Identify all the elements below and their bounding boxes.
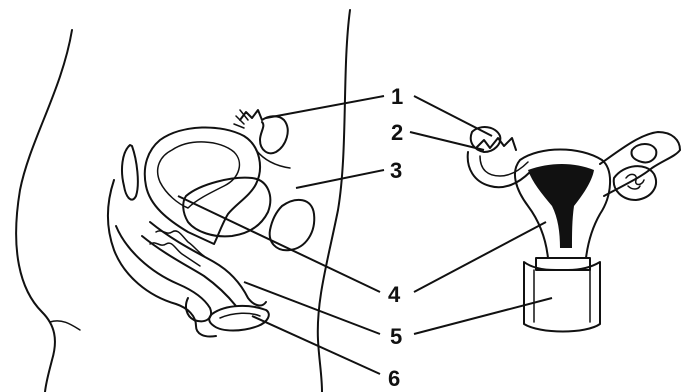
label-6: 6 <box>388 366 400 391</box>
perineum <box>116 226 211 321</box>
leader-5-right <box>414 298 552 334</box>
vagina-frontal <box>524 262 600 332</box>
tube-left <box>468 152 530 187</box>
leader-6 <box>252 316 380 374</box>
leader-1-right <box>414 96 492 136</box>
uterine-cavity <box>158 142 240 208</box>
label-5: 5 <box>390 324 402 349</box>
number-labels: 1 2 3 4 5 6 <box>388 84 403 391</box>
label-1: 1 <box>391 84 403 109</box>
label-4: 4 <box>388 282 401 307</box>
ovary-right <box>614 166 656 200</box>
uterine-cavity-frontal <box>528 164 594 248</box>
leader-2 <box>410 132 484 150</box>
leader-4-right <box>414 222 546 292</box>
frontal-view <box>468 127 680 331</box>
ovary-right-top <box>631 144 656 162</box>
leader-5-left <box>244 282 380 334</box>
label-2: 2 <box>391 120 403 145</box>
vulva <box>209 306 269 331</box>
body-outline <box>16 30 72 392</box>
label-3: 3 <box>390 158 402 183</box>
back-line <box>318 10 350 392</box>
bladder <box>183 178 270 237</box>
leader-1-left <box>266 96 384 118</box>
ovary-left-section <box>240 110 288 153</box>
pubic-bone <box>122 145 138 200</box>
buttock-crease <box>50 321 80 330</box>
lower-abdomen-curve <box>108 180 216 337</box>
sagittal-section <box>16 10 350 392</box>
leader-3 <box>296 170 384 188</box>
